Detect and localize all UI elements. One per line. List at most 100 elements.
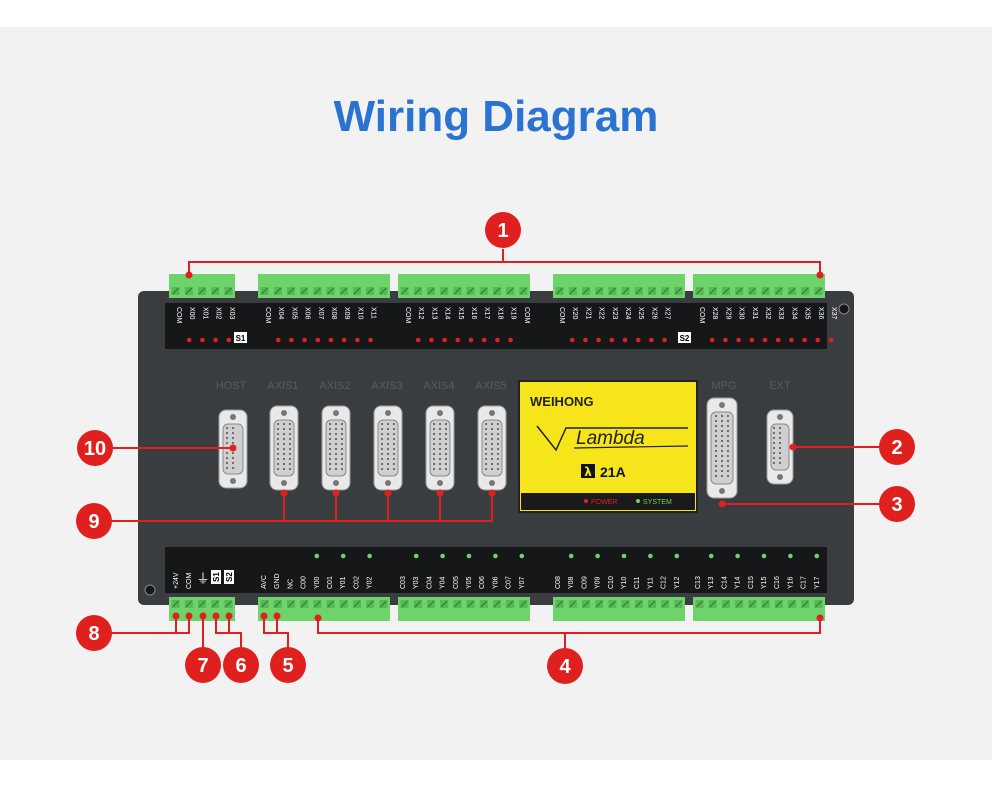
callout-5: 5 — [270, 647, 306, 683]
leader-1 — [188, 249, 821, 275]
bottom-terminal-label: C03 — [400, 576, 407, 589]
dot-10 — [229, 444, 237, 452]
top-terminal-label: X01 — [201, 307, 208, 320]
dot-6a — [212, 612, 220, 620]
top-terminal-label: X12 — [417, 307, 424, 320]
top-terminal-block-4 — [553, 274, 685, 298]
input-led — [508, 337, 513, 343]
leader-6 — [215, 616, 242, 648]
callout-1: 1 — [485, 212, 521, 248]
top-terminal-label: X05 — [290, 307, 297, 320]
top-terminal-label: X21 — [584, 307, 591, 320]
bottom-terminal-label: C08 — [555, 576, 562, 589]
power-label: POWER — [591, 499, 617, 506]
dot-6b — [225, 612, 233, 620]
top-terminal-label: X15 — [457, 307, 464, 320]
brand-logo: WEIHONG — [530, 394, 594, 409]
top-terminal-label: X18 — [496, 307, 503, 320]
top-terminal-label: X29 — [724, 307, 731, 320]
input-led — [328, 337, 334, 343]
input-led — [186, 337, 192, 343]
port-label-axis2: AXIS2 — [319, 380, 350, 392]
bottom-terminal-label: +24V — [173, 572, 180, 589]
leader-5 — [263, 616, 289, 648]
top-terminal-label: X19 — [510, 307, 517, 320]
top-terminal-block-5 — [693, 274, 825, 298]
output-led — [761, 553, 767, 559]
input-led — [341, 337, 347, 343]
top-terminal-label: COM — [558, 307, 565, 324]
bottom-terminal-label: Y14 — [735, 576, 742, 589]
top-terminal-label: X10 — [356, 307, 363, 320]
input-led — [775, 337, 781, 343]
input-led — [802, 337, 807, 343]
bottom-terminal-label: Y04 — [440, 576, 447, 589]
top-terminal-label: X37 — [830, 307, 837, 320]
callout-7: 7 — [185, 647, 221, 683]
output-led — [674, 553, 680, 559]
mpg-db25-connector — [706, 397, 738, 499]
axis3-db15-connector — [373, 405, 403, 491]
bottom-terminal-label: Y00 — [314, 576, 321, 589]
dot-5b — [273, 612, 281, 620]
bottom-terminal-label: NC — [287, 579, 294, 589]
top-terminal-label: X02 — [215, 307, 222, 320]
bottom-terminal-label: C12 — [661, 576, 668, 589]
top-terminal-label: COM — [404, 307, 411, 324]
callout-number: 4 — [559, 656, 571, 678]
output-led — [314, 553, 320, 559]
bottom-terminal-label: C06 — [479, 576, 486, 589]
s1-label-bottom: S1 — [212, 572, 221, 582]
input-led — [723, 337, 728, 343]
top-terminal-label: X14 — [444, 307, 451, 320]
callout-8: 8 — [76, 615, 112, 651]
lambda-swoosh — [536, 425, 688, 452]
lambda-icon: λ — [584, 465, 592, 479]
input-led — [789, 337, 794, 343]
input-led — [302, 337, 307, 343]
port-label-host: HOST — [216, 380, 247, 392]
callout-10: 10 — [77, 430, 113, 466]
callout-number: 10 — [84, 438, 106, 460]
model-number: 21A — [600, 464, 626, 480]
output-led — [814, 553, 820, 559]
bottom-terminal-label: COM — [186, 573, 193, 590]
bottom-terminal-label: C05 — [453, 576, 460, 589]
port-label-axis4: AXIS4 — [423, 380, 454, 392]
bottom-terminal-block-5 — [693, 597, 825, 621]
dot-1b — [816, 271, 824, 279]
s2-badge-top — [678, 332, 691, 343]
bottom-terminal-block-4 — [553, 597, 685, 621]
bottom-terminal-block-3 — [398, 597, 530, 621]
top-terminal-label: X25 — [637, 307, 644, 320]
input-led — [481, 337, 487, 343]
bottom-terminal-label: C17 — [801, 576, 808, 589]
bottom-terminal-label: Y11 — [647, 577, 654, 589]
top-terminal-label: X11 — [370, 307, 377, 319]
callout-number: 2 — [891, 437, 902, 459]
input-led — [213, 337, 218, 343]
top-terminal-label: X27 — [664, 307, 671, 320]
callout-3: 3 — [879, 486, 915, 522]
s1-label-top: S1 — [236, 334, 246, 343]
output-led — [788, 553, 793, 559]
bottom-terminal-label: C02 — [353, 576, 360, 589]
input-led — [635, 337, 641, 343]
input-led — [736, 337, 741, 343]
bottom-terminal-label: C14 — [721, 576, 728, 589]
port-label-axis5: AXIS5 — [475, 380, 506, 392]
input-led — [468, 337, 474, 343]
top-terminal-label: X17 — [483, 307, 490, 320]
axis1-db15-connector — [269, 405, 299, 491]
top-terminal-label: X00 — [188, 307, 195, 320]
input-led — [709, 337, 715, 343]
input-led — [495, 337, 500, 343]
bottom-terminal-label: Y15 — [761, 576, 768, 589]
top-terminal-label: X33 — [777, 307, 784, 320]
top-terminal-label: X36 — [817, 307, 824, 320]
bottom-terminal-label: Y17 — [814, 576, 821, 589]
output-led — [708, 553, 714, 559]
output-led — [493, 553, 498, 559]
input-led — [762, 337, 768, 343]
callout-9: 9 — [76, 503, 112, 539]
